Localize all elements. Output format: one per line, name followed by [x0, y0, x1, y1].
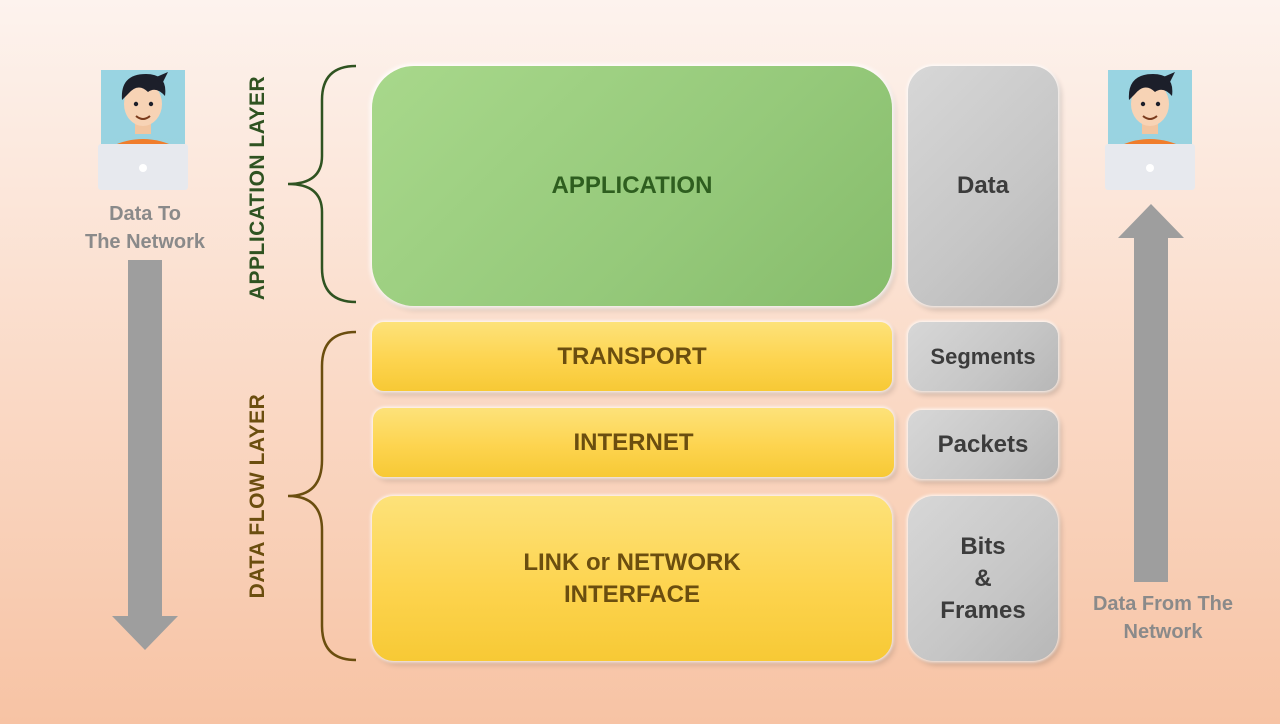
internet-layer-box: INTERNET	[373, 408, 894, 477]
segments-unit-label: Segments	[930, 343, 1036, 369]
application-layer-label: APPLICATION LAYER	[246, 75, 269, 301]
packets-unit-box: Packets	[908, 410, 1058, 479]
packets-unit-label: Packets	[937, 430, 1029, 458]
transport-layer-name: TRANSPORT	[557, 342, 707, 370]
left-caption: Data To The Network	[84, 203, 206, 253]
data-unit-box: Data	[908, 66, 1058, 306]
data-flow-layer-brace	[287, 330, 357, 662]
segments-unit-box: Segments	[908, 322, 1058, 391]
user-with-laptop-icon	[98, 70, 188, 190]
internet-layer-name: INTERNET	[573, 428, 694, 456]
arrow-down-icon	[112, 260, 178, 650]
data-unit-label: Data	[956, 172, 1010, 199]
link-layer-name: LINK or NETWORK INTERFACE	[523, 548, 741, 608]
bits-frames-unit-label: Bits & Frames	[940, 532, 1026, 624]
transport-layer-box: TRANSPORT	[372, 322, 892, 391]
application-layer-brace	[287, 64, 357, 304]
arrow-up-icon	[1118, 204, 1184, 582]
bits-frames-unit-box: Bits & Frames	[908, 496, 1058, 661]
right-caption: Data From The Network	[1092, 593, 1234, 643]
application-layer-name: APPLICATION	[551, 172, 713, 199]
link-layer-box: LINK or NETWORK INTERFACE	[372, 496, 892, 661]
group-braces	[287, 64, 357, 662]
application-layer-box: APPLICATION	[372, 66, 892, 306]
user-with-laptop-icon	[1105, 70, 1195, 190]
data-flow-layer-label: DATA FLOW LAYER	[246, 393, 269, 599]
